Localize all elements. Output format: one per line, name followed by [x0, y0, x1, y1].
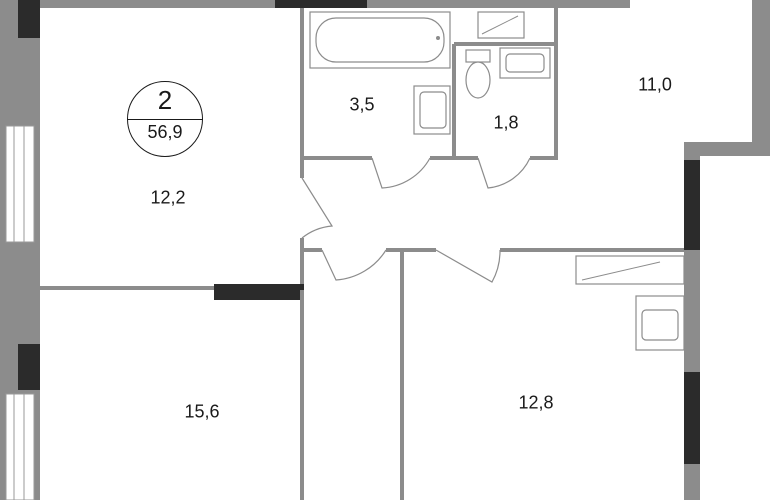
door-bedroom-top — [301, 177, 334, 239]
partition-dark-segment — [214, 284, 304, 300]
right-wall-dark-segment — [684, 160, 700, 250]
area-bedroom-top-left: 12,2 — [150, 187, 186, 208]
kitchen-counter-icon — [575, 255, 685, 285]
top-wall-left — [40, 0, 300, 8]
right-exterior-wall-top — [752, 0, 770, 146]
left-window-top — [5, 125, 35, 243]
total-area: 56,9 — [147, 122, 183, 142]
right-wall-dark-segment-2 — [684, 372, 700, 464]
area-toilet: 1,8 — [493, 112, 519, 133]
area-bathroom: 3,5 — [349, 94, 375, 115]
area-kitchen: 11,0 — [638, 74, 672, 95]
door-bathroom — [371, 157, 431, 189]
right-wall-step — [684, 142, 770, 156]
left-window-bottom — [5, 393, 35, 500]
area-living-room: 12,8 — [518, 392, 554, 413]
left-wall-dark-segment — [18, 0, 40, 38]
top-wall-right — [367, 0, 630, 8]
top-wall-dark — [275, 0, 367, 8]
door-living-room — [435, 249, 501, 283]
toilet-icon — [465, 49, 491, 63]
room-count: 2 — [157, 85, 173, 115]
apartment-badge: 2 56,9 — [127, 81, 203, 157]
door-toilet — [477, 157, 531, 189]
area-bedroom-bottom-left: 15,6 — [184, 401, 220, 422]
left-wall-dark-segment-2 — [18, 344, 40, 390]
door-bedroom-bottom — [321, 249, 387, 281]
